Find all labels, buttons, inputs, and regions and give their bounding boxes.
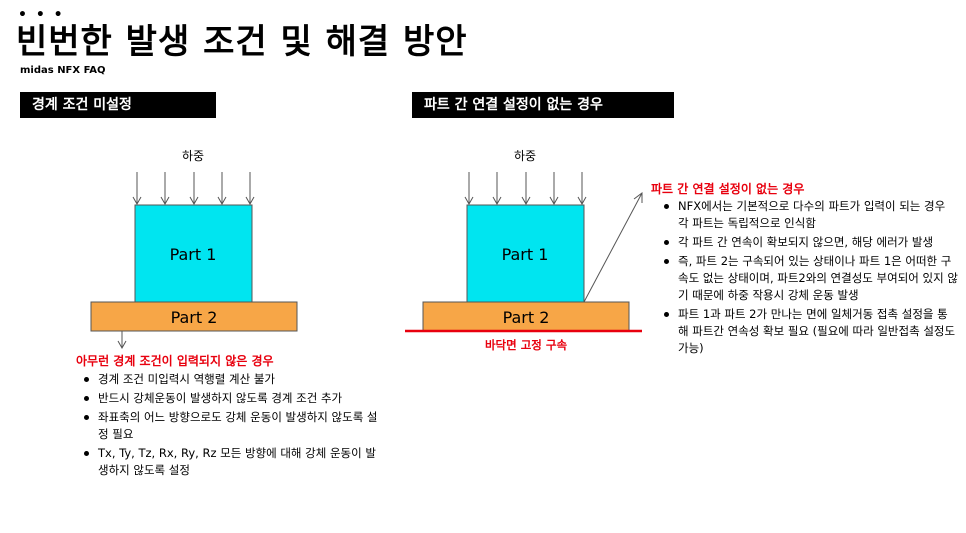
left-part2-label: Part 2 (171, 308, 218, 327)
list-item: Tx, Ty, Tz, Rx, Ry, Rz 모든 방향에 대해 강체 운동이 … (78, 445, 378, 479)
right-load-label: 하중 (514, 149, 536, 163)
right-part2-box (422, 301, 630, 332)
left-part1-label: Part 1 (170, 245, 217, 264)
left-pointer-arrow (117, 331, 127, 350)
list-item: 파트 1과 파트 2가 만나는 면에 일체거동 접촉 설정을 통해 파트간 연속… (658, 306, 958, 357)
right-callout-arrow (583, 192, 643, 303)
page-subtitle: midas NFX FAQ (20, 65, 106, 76)
left-bullet-list: 경계 조건 미입력시 역행렬 계산 불가 반드시 강체운동이 발생하지 않도록 … (78, 371, 378, 481)
decorative-dots: • • • (18, 7, 65, 23)
right-part2-label: Part 2 (503, 308, 550, 327)
right-load-arrows (464, 172, 587, 206)
list-item: 즉, 파트 2는 구속되어 있는 상태이나 파트 1은 어떠한 구속도 없는 상… (658, 253, 958, 304)
section-title-right: 파트 간 연결 설정이 없는 경우 (412, 92, 674, 118)
page-title: 빈번한 발생 조건 및 해결 방안 (16, 22, 468, 62)
right-bullet-list: NFX에서는 기본적으로 다수의 파트가 입력이 되는 경우 각 파트는 독립적… (658, 198, 958, 359)
right-red-heading: 파트 간 연결 설정이 없는 경우 (651, 182, 805, 196)
right-part1-label: Part 1 (502, 245, 549, 264)
right-part1-box (466, 204, 585, 303)
left-load-arrows (132, 172, 255, 206)
list-item: 경계 조건 미입력시 역행렬 계산 불가 (78, 371, 378, 388)
list-item: 좌표축의 어느 방향으로도 강체 운동이 발생하지 않도록 설정 필요 (78, 409, 378, 443)
section-title-left: 경계 조건 미설정 (20, 92, 216, 118)
left-part2-box (90, 301, 298, 332)
fixed-support-label: 바닥면 고정 구속 (485, 338, 567, 352)
left-red-heading: 아무런 경계 조건이 입력되지 않은 경우 (76, 354, 274, 368)
left-part1-box (134, 204, 253, 303)
list-item: 반드시 강체운동이 발생하지 않도록 경계 조건 추가 (78, 390, 378, 407)
left-load-label: 하중 (182, 149, 204, 163)
list-item: 각 파트 간 연속이 확보되지 않으면, 해당 에러가 발생 (658, 234, 958, 251)
list-item: NFX에서는 기본적으로 다수의 파트가 입력이 되는 경우 각 파트는 독립적… (658, 198, 958, 232)
